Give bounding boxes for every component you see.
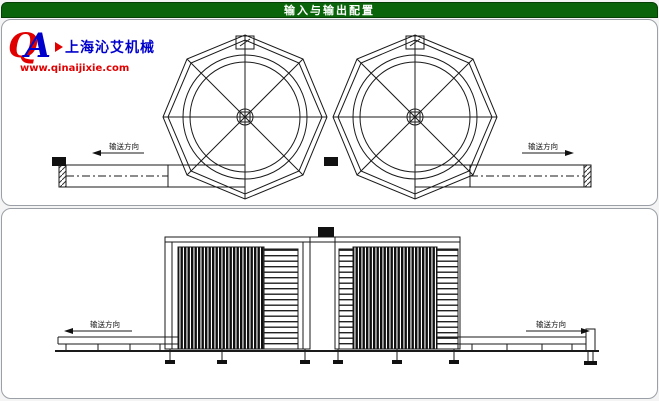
- left-infeed-conveyor: [52, 157, 245, 188]
- title-bar: 输入与输出配置: [1, 2, 658, 18]
- elevation-drawing: 输送方向 输送方向: [55, 227, 599, 365]
- left-drive-motor: [52, 157, 66, 166]
- left-tower-elevation: [164, 236, 311, 364]
- conveyor-direction-label: 输送方向: [536, 319, 566, 329]
- conveyor-direction-label: 输送方向: [90, 319, 120, 329]
- right-elevation-conveyor: [437, 328, 597, 365]
- logo-monogram-a: A: [24, 26, 52, 66]
- page-title: 输入与输出配置: [284, 4, 375, 17]
- company-name: 上海沁艾机械: [65, 40, 156, 56]
- logo-monogram-q: Q: [8, 26, 38, 66]
- left-tower-top-view: [162, 34, 328, 200]
- top-left-direction-annotation: 输送方向: [92, 141, 144, 156]
- conveyor-direction-label: 输送方向: [528, 141, 558, 151]
- left-tower-detail-marker: [235, 35, 255, 50]
- left-tier-stack: [263, 248, 299, 350]
- bridge-drive-motor: [318, 227, 334, 237]
- logo-row: Q A 上海沁艾机械: [8, 29, 155, 63]
- right-tower-top-view: [332, 34, 498, 200]
- company-logo: Q A 上海沁艾机械 www.qinaijixie.com: [8, 29, 155, 74]
- right-end-stand: [584, 328, 597, 365]
- conveyor-direction-label: 输送方向: [109, 141, 139, 151]
- bottom-left-direction-annotation: 输送方向: [64, 319, 132, 334]
- top-right-direction-annotation: 输送方向: [522, 141, 574, 156]
- tower-bridge: [310, 227, 335, 243]
- logo-flag-icon: [55, 42, 64, 52]
- right-tower-detail-marker: [405, 35, 425, 50]
- bottom-right-direction-annotation: 输送方向: [526, 319, 590, 334]
- right-tier-stack-right: [436, 248, 459, 350]
- right-spiral-drum: [352, 246, 438, 350]
- logo-text-block: 上海沁艾机械: [55, 37, 155, 57]
- left-spiral-drum: [177, 246, 265, 350]
- top-view-panel: Q A 上海沁艾机械 www.qinaijixie.com: [1, 19, 658, 206]
- company-website: www.qinaijixie.com: [20, 63, 130, 74]
- right-tower-elevation: [333, 236, 461, 364]
- right-drive-motor: [324, 157, 338, 166]
- right-outfeed-conveyor: [324, 157, 592, 188]
- top-view-drawing: 输送方向 输送方向: [52, 34, 592, 200]
- right-tier-stack-left: [338, 248, 354, 350]
- left-elevation-conveyor: [57, 336, 178, 351]
- elevation-panel: 输送方向 输送方向: [1, 208, 658, 399]
